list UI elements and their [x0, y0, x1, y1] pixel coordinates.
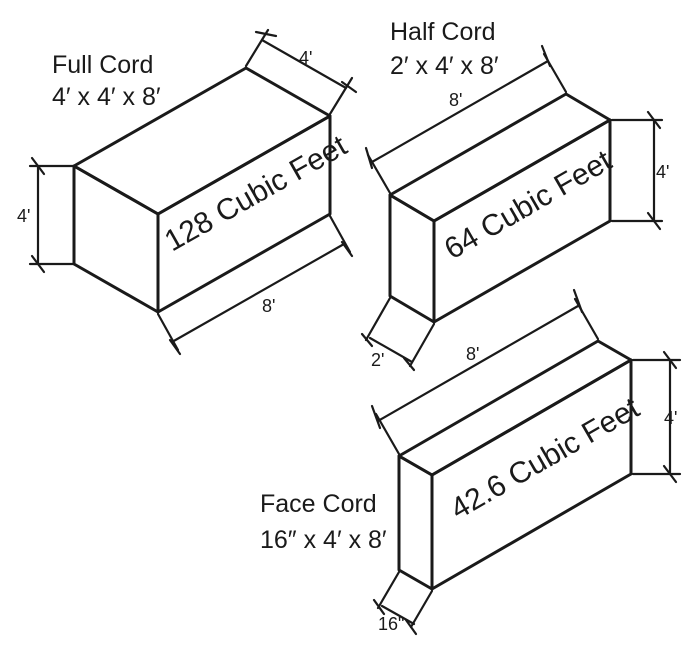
face-cord-box: [397, 339, 633, 591]
face-cord-group: Face Cord 16″ x 4′ x 8′ 42.6 Cubic Feet …: [260, 288, 682, 636]
full-cord-left-dim-label: 4': [17, 206, 30, 226]
half-cord-bottom-dim-label: 2': [371, 350, 384, 370]
half-cord-title: Half Cord: [390, 18, 496, 46]
full-cord-box: [72, 66, 332, 314]
half-cord-front-face: [432, 118, 612, 324]
half-cord-group: Half Cord 2′ x 4′ x 8′ 64 Cubic Feet 8' …: [360, 18, 669, 372]
half-cord-right-dimension: [610, 110, 664, 231]
full-cord-dimensions: 4′ x 4′ x 8′: [52, 83, 161, 111]
face-cord-top-dimension: [370, 288, 600, 456]
half-cord-bottom-dimension: [360, 296, 436, 372]
half-cord-top-dimension: [364, 44, 568, 195]
full-cord-bottom-dim-label: 8': [262, 296, 275, 316]
face-cord-dimensions: 16″ x 4′ x 8′: [260, 526, 387, 554]
face-cord-side-face: [397, 454, 434, 591]
face-cord-right-dimension: [631, 350, 682, 484]
half-cord-dimensions: 2′ x 4′ x 8′: [390, 52, 499, 80]
half-cord-volume: 64 Cubic Feet: [439, 144, 618, 266]
full-cord-bottom-dimension: [156, 214, 354, 356]
face-cord-title: Face Cord: [260, 490, 377, 518]
face-cord-right-dim-label: 4': [664, 408, 677, 428]
face-cord-bottom-dim-label: 16": [378, 614, 404, 634]
full-cord-title: Full Cord: [52, 51, 153, 79]
face-cord-front-face: [430, 358, 633, 591]
full-cord-volume: 128 Cubic Feet: [159, 129, 353, 258]
half-cord-side-face: [388, 193, 436, 324]
half-cord-box: [388, 92, 612, 324]
half-cord-top-dim-label: 8': [449, 90, 462, 110]
full-cord-left-dimension: [28, 156, 76, 274]
full-cord-top-dimension: [244, 28, 358, 116]
face-cord-top-face: [397, 339, 633, 477]
face-cord-top-dim-label: 8': [466, 344, 479, 364]
full-cord-group: Full Cord 4′ x 4′ x 8′ 128 Cubic Feet 4'…: [17, 28, 358, 356]
full-cord-side-face: [72, 164, 160, 314]
half-cord-right-dim-label: 4': [656, 162, 669, 182]
full-cord-top-dim-label: 4': [299, 48, 312, 68]
full-cord-front-face: [156, 114, 332, 314]
face-cord-bottom-dimension: [372, 570, 434, 636]
